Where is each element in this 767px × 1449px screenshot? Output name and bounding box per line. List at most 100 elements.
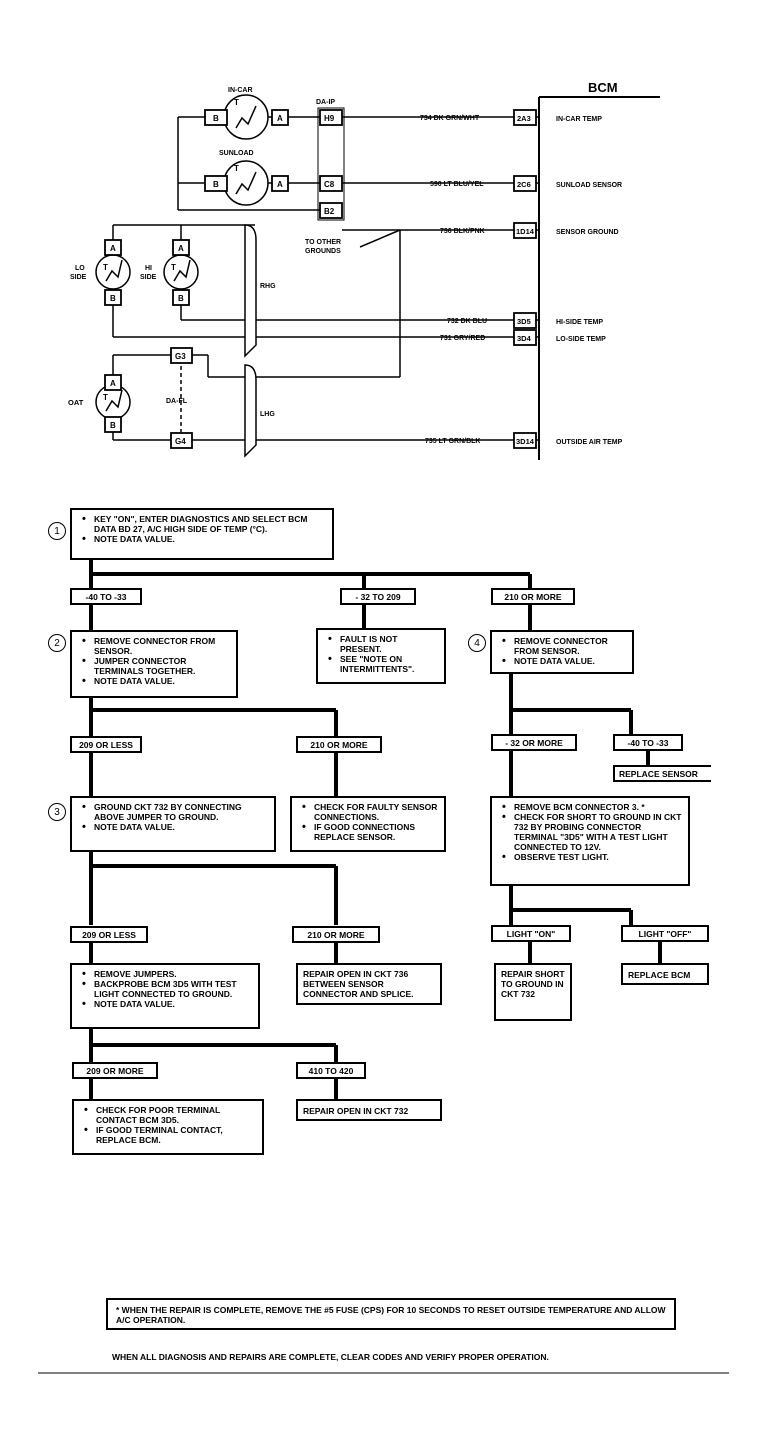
footnote-text: * WHEN THE REPAIR IS COMPLETE, REMOVE TH… bbox=[116, 1305, 666, 1325]
oat-t: T bbox=[103, 393, 108, 402]
bcm-pin-2c6: 2C6 bbox=[517, 180, 531, 189]
connector-pin-h9: H9 bbox=[324, 114, 335, 123]
fault-item-1: FAULT IS NOT PRESENT. bbox=[328, 634, 440, 654]
step-1-box: KEY "ON", ENTER DIAGNOSTICS AND SELECT B… bbox=[70, 508, 334, 560]
in-car-pin-b: B bbox=[213, 114, 219, 123]
step-3-number: 3 bbox=[48, 803, 66, 821]
faulty-item-1: CHECK FOR FAULTY SENSOR CONNECTIONS. bbox=[302, 802, 440, 822]
in-car-pin-a: A bbox=[277, 114, 283, 123]
range-210-or-more-a: 210 OR MORE bbox=[491, 588, 575, 605]
bcm-pin-3d5: 3D5 bbox=[517, 317, 531, 326]
hi-side-line1: HI bbox=[145, 265, 152, 272]
step-2-number: 2 bbox=[48, 634, 66, 652]
step-2-item-1: REMOVE CONNECTOR FROM SENSOR. bbox=[82, 636, 232, 656]
connector-title: DA-IP bbox=[316, 99, 335, 106]
sunload-pin-b: B bbox=[213, 180, 219, 189]
step-2-item-3: NOTE DATA VALUE. bbox=[82, 676, 232, 686]
jumpers-item-2: BACKPROBE BCM 3D5 WITH TEST LIGHT CONNEC… bbox=[82, 979, 254, 999]
bcm-desc-in-car: IN-CAR TEMP bbox=[556, 116, 602, 123]
repair-open-732-box: REPAIR OPEN IN CKT 732 bbox=[296, 1099, 442, 1121]
bcm3-item-2: CHECK FOR SHORT TO GROUND IN CKT 732 BY … bbox=[502, 812, 684, 852]
wire-736: 736 BLK/PNK bbox=[440, 228, 485, 235]
step-4-number: 4 bbox=[468, 634, 486, 652]
wire-735: 735 LT GRN/BLK bbox=[425, 438, 481, 445]
range-210-or-more-b: 210 OR MORE bbox=[296, 736, 382, 753]
poor-terminal-item-2: IF GOOD TERMINAL CONTACT, REPLACE BCM. bbox=[84, 1125, 258, 1145]
hi-pin-a: A bbox=[178, 244, 184, 253]
range-neg32-or-more: - 32 OR MORE bbox=[491, 734, 577, 751]
to-other-grounds-line2: GROUNDS bbox=[305, 248, 341, 255]
to-other-grounds-line1: TO OTHER bbox=[305, 239, 341, 246]
repair-short-box: REPAIR SHORT TO GROUND IN CKT 732 bbox=[494, 963, 572, 1021]
sunload-label: SUNLOAD bbox=[219, 150, 254, 157]
poor-terminal-item-1: CHECK FOR POOR TERMINAL CONTACT BCM 3D5. bbox=[84, 1105, 258, 1125]
bcm-desc-hi-side: HI-SIDE TEMP bbox=[556, 319, 603, 326]
step-4-item-2: NOTE DATA VALUE. bbox=[502, 656, 628, 666]
step-3-box: GROUND CKT 732 BY CONNECTING ABOVE JUMPE… bbox=[70, 796, 276, 852]
jumpers-item-1: REMOVE JUMPERS. bbox=[82, 969, 254, 979]
bcm-pin-3d4: 3D4 bbox=[517, 334, 532, 343]
repair-short-text: REPAIR SHORT TO GROUND IN CKT 732 bbox=[501, 969, 565, 999]
step-3-item-2: NOTE DATA VALUE. bbox=[82, 822, 270, 832]
final-note: WHEN ALL DIAGNOSIS AND REPAIRS ARE COMPL… bbox=[112, 1352, 549, 1362]
step-1-item-1: KEY "ON", ENTER DIAGNOSTICS AND SELECT B… bbox=[82, 514, 328, 534]
step-4-box: REMOVE CONNECTOR FROM SENSOR. NOTE DATA … bbox=[490, 630, 634, 674]
step-1-item-2: NOTE DATA VALUE. bbox=[82, 534, 328, 544]
step-2-box: REMOVE CONNECTOR FROM SENSOR. JUMPER CON… bbox=[70, 630, 238, 698]
bcm-desc-outside-air: OUTSIDE AIR TEMP bbox=[556, 439, 623, 446]
repair-open-732-text: REPAIR OPEN IN CKT 732 bbox=[303, 1106, 409, 1116]
hi-pin-b: B bbox=[178, 294, 184, 303]
lo-t: T bbox=[103, 263, 108, 272]
repair-open-736-box: REPAIR OPEN IN CKT 736 BETWEEN SENSOR CO… bbox=[296, 963, 442, 1005]
oat-pin-b: B bbox=[110, 421, 116, 430]
lhg-label: LHG bbox=[260, 411, 275, 418]
hi-side-line2: SIDE bbox=[140, 274, 157, 281]
remove-jumpers-box: REMOVE JUMPERS. BACKPROBE BCM 3D5 WITH T… bbox=[70, 963, 260, 1029]
replace-sensor-box: REPLACE SENSOR bbox=[613, 765, 711, 782]
bcm-pin-2a3: 2A3 bbox=[517, 114, 531, 123]
bcm-desc-lo-side: LO-SIDE TEMP bbox=[556, 336, 606, 343]
check-poor-terminal-box: CHECK FOR POOR TERMINAL CONTACT BCM 3D5.… bbox=[72, 1099, 264, 1155]
pin-g3: G3 bbox=[175, 352, 186, 361]
faulty-item-2: IF GOOD CONNECTIONS REPLACE SENSOR. bbox=[302, 822, 440, 842]
wiring-diagram: BCM IN-CAR SUNLOAD B A T B A T DA-IP H9 … bbox=[68, 80, 660, 460]
rhg-label: RHG bbox=[260, 283, 276, 290]
pin-g4: G4 bbox=[175, 437, 186, 446]
jumpers-item-3: NOTE DATA VALUE. bbox=[82, 999, 254, 1009]
bcm3-item-1: REMOVE BCM CONNECTOR 3. * bbox=[502, 802, 684, 812]
bcm3-item-3: OBSERVE TEST LIGHT. bbox=[502, 852, 684, 862]
sunload-t: T bbox=[234, 164, 239, 173]
connector-pin-c8: C8 bbox=[324, 180, 335, 189]
in-car-label: IN-CAR bbox=[228, 87, 253, 94]
fault-not-present-box: FAULT IS NOT PRESENT. SEE "NOTE ON INTER… bbox=[316, 628, 446, 684]
in-car-t: T bbox=[234, 98, 239, 107]
range-210-or-more-c: 210 OR MORE bbox=[292, 926, 380, 943]
range-410-420: 410 TO 420 bbox=[296, 1062, 366, 1079]
wire-732: 732 DK BLU bbox=[447, 318, 487, 325]
range-209-or-less-b: 209 OR LESS bbox=[70, 926, 148, 943]
lo-pin-a: A bbox=[110, 244, 116, 253]
sunload-pin-a: A bbox=[277, 180, 283, 189]
range-209-or-less-a: 209 OR LESS bbox=[70, 736, 142, 753]
bcm-desc-sensor-ground: SENSOR GROUND bbox=[556, 229, 619, 236]
wire-590: 590 LT BLU/YEL bbox=[430, 181, 484, 188]
range-neg40-neg33-b: -40 TO -33 bbox=[613, 734, 683, 751]
footnote-box: * WHEN THE REPAIR IS COMPLETE, REMOVE TH… bbox=[106, 1298, 676, 1330]
oat-pin-a: A bbox=[110, 379, 116, 388]
range-neg32-209: - 32 TO 209 bbox=[340, 588, 416, 605]
range-neg40-neg33: -40 TO -33 bbox=[70, 588, 142, 605]
replace-sensor-text: REPLACE SENSOR bbox=[619, 768, 698, 779]
bcm-pin-3d14: 3D14 bbox=[516, 437, 535, 446]
check-faulty-connections-box: CHECK FOR FAULTY SENSOR CONNECTIONS. IF … bbox=[290, 796, 446, 852]
wire-734: 734 DK GRN/WHT bbox=[420, 115, 480, 122]
replace-bcm-text: REPLACE BCM bbox=[628, 970, 691, 980]
light-off-label: LIGHT "OFF" bbox=[621, 925, 709, 942]
replace-bcm-box: REPLACE BCM bbox=[621, 963, 709, 985]
step-2-item-2: JUMPER CONNECTOR TERMINALS TOGETHER. bbox=[82, 656, 232, 676]
bcm-pin-1d14: 1D14 bbox=[516, 227, 535, 236]
step-3-item-1: GROUND CKT 732 BY CONNECTING ABOVE JUMPE… bbox=[82, 802, 270, 822]
hi-t: T bbox=[171, 263, 176, 272]
connector-pin-b2: B2 bbox=[324, 207, 335, 216]
bcm-title: BCM bbox=[588, 80, 618, 95]
range-209-or-more: 209 OR MORE bbox=[72, 1062, 158, 1079]
